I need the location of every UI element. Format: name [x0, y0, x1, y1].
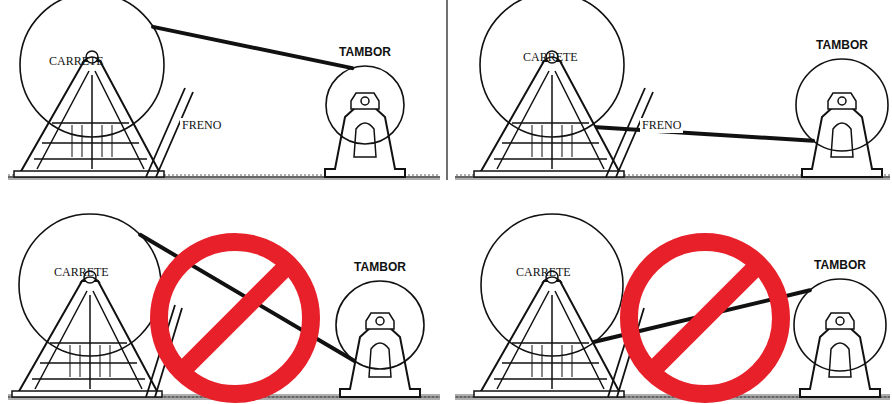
reel-circle: [479, 0, 625, 138]
reel-circle: [480, 213, 624, 357]
reel-node: CARRETE: [480, 213, 624, 357]
drum-label: TAMBOR: [812, 258, 868, 272]
reel-label: CARRETE: [523, 50, 578, 65]
drum-circle: [793, 278, 887, 372]
reel-circle: [18, 213, 162, 357]
reel-label: CARRETE: [49, 54, 104, 69]
brake-label: FRENO: [180, 118, 223, 133]
drum-label: TAMBOR: [814, 38, 870, 52]
drum-node: TAMBOR: [795, 58, 889, 152]
reel-node: CARRETE: [479, 0, 625, 138]
reel-node: CARRETE: [19, 0, 165, 138]
cable-line: [140, 235, 355, 362]
drum-node: TAMBOR: [335, 280, 425, 370]
brake-label: FRENO: [640, 118, 683, 133]
reel-label: CARRETE: [54, 265, 109, 280]
reel-circle: [19, 0, 165, 138]
drum-circle: [335, 280, 425, 370]
drum-label: TAMBOR: [352, 260, 408, 274]
drum-circle: [325, 65, 405, 145]
drum-node: TAMBOR: [793, 278, 887, 372]
drum-node: TAMBOR: [325, 65, 405, 145]
cable-line: [153, 27, 352, 68]
reel-node: CARRETE: [18, 213, 162, 357]
drum-label: TAMBOR: [337, 45, 393, 59]
drum-circle: [795, 58, 889, 152]
reel-label: CARRETE: [516, 265, 571, 280]
